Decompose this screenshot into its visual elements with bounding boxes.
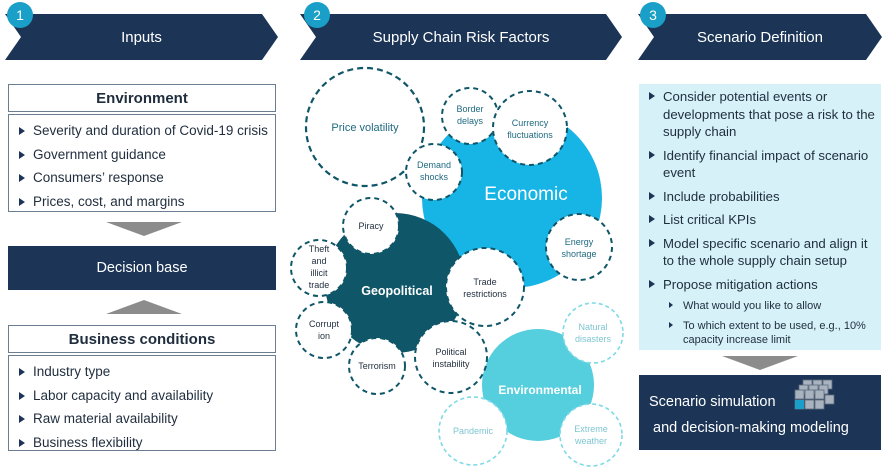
factor-label: Currency bbox=[512, 118, 549, 128]
step-number: 1 bbox=[16, 7, 24, 23]
decision-base: Decision base bbox=[8, 246, 276, 290]
factor-trade-restrictions: Trade restrictions bbox=[445, 247, 525, 327]
factor-label: illicit bbox=[311, 268, 328, 278]
factor-label: trade bbox=[309, 280, 330, 290]
factor-corruption: Corrupt ion bbox=[295, 301, 353, 359]
list-item: Government guidance bbox=[17, 143, 267, 167]
step-scenario-header: Scenario Definition bbox=[638, 14, 882, 60]
list-item: Industry type bbox=[17, 360, 267, 384]
factor-label: Theft bbox=[309, 244, 330, 254]
factor-label: Political bbox=[435, 347, 466, 357]
list-item: Raw material availability bbox=[17, 407, 267, 431]
environment-list: Severity and duration of Covid-19 crisis… bbox=[9, 115, 275, 217]
environmental-label: Environmental bbox=[498, 383, 581, 397]
step-risk-factors-header: Supply Chain Risk Factors bbox=[300, 14, 622, 60]
step-title: Inputs bbox=[121, 28, 162, 46]
list-item: Severity and duration of Covid-19 crisis bbox=[17, 119, 268, 143]
list-item: Propose mitigation actions bbox=[647, 276, 875, 294]
factor-currency-fluctuations: Currency fluctuations bbox=[492, 90, 568, 166]
decision-base-label: Decision base bbox=[96, 260, 188, 276]
factor-label: Border bbox=[456, 104, 483, 114]
factor-label: Demand bbox=[417, 160, 451, 170]
list-item: Prices, cost, and margins bbox=[17, 190, 267, 214]
factor-label: shortage bbox=[561, 249, 596, 259]
factor-label: and bbox=[311, 256, 326, 266]
scenario-simulation-box: Scenario simulation and decision-making … bbox=[639, 375, 881, 450]
factor-theft-illicit-trade: Theft and illicit trade bbox=[290, 239, 348, 297]
factor-energy-shortage: Energy shortage bbox=[545, 213, 613, 281]
factor-label: Corrupt bbox=[309, 319, 340, 329]
business-conditions-title-text: Business conditions bbox=[68, 330, 216, 348]
factor-label: Natural bbox=[578, 322, 607, 332]
geopolitical-label: Geopolitical bbox=[361, 284, 433, 298]
list-item: Business flexibility bbox=[17, 431, 267, 455]
step-number-badge: 1 bbox=[7, 2, 33, 28]
step-inputs-header: Inputs bbox=[5, 14, 278, 60]
list-item: Include probabilities bbox=[647, 188, 875, 206]
environment-title-text: Environment bbox=[96, 89, 188, 107]
list-subitem: To which extent to be used, e.g., 10% ca… bbox=[647, 319, 875, 347]
result-line-2: and decision-making modeling bbox=[653, 420, 849, 436]
business-conditions-title: Business conditions bbox=[8, 325, 276, 353]
factor-border-delays: Border delays bbox=[441, 87, 499, 145]
factor-demand-shocks: Demand shocks bbox=[405, 143, 463, 201]
step-title: Scenario Definition bbox=[697, 28, 823, 46]
arrow-up-icon bbox=[106, 300, 182, 314]
factor-label: disasters bbox=[575, 334, 612, 344]
step-number-badge: 2 bbox=[304, 2, 330, 28]
step-number: 3 bbox=[649, 7, 657, 23]
factor-label: restrictions bbox=[463, 289, 507, 299]
cube-grid-icon bbox=[794, 379, 835, 410]
step-title: Supply Chain Risk Factors bbox=[372, 28, 550, 46]
arrow-down-icon bbox=[722, 356, 798, 370]
factor-natural-disasters: Natural disasters bbox=[562, 302, 624, 364]
list-subitem: What would you like to allow bbox=[647, 299, 875, 313]
environmental-circle bbox=[482, 329, 594, 441]
economic-label: Economic bbox=[484, 184, 567, 205]
factor-price-volatility: Price volatility bbox=[304, 66, 426, 188]
environment-list-box: Severity and duration of Covid-19 crisis… bbox=[8, 114, 276, 212]
factor-label: ion bbox=[318, 331, 330, 341]
list-item: List critical KPIs bbox=[647, 211, 875, 229]
factor-piracy: Piracy bbox=[342, 197, 400, 255]
list-item: Labor capacity and availability bbox=[17, 384, 267, 408]
factor-label: Pandemic bbox=[453, 426, 494, 436]
business-conditions-list-box: Industry type Labor capacity and availab… bbox=[8, 355, 276, 451]
arrow-down-icon bbox=[106, 222, 182, 236]
factor-label: shocks bbox=[420, 172, 449, 182]
factor-label: Piracy bbox=[358, 221, 384, 231]
list-item: Model specific scenario and align it to … bbox=[647, 235, 875, 270]
factor-label: Terrorism bbox=[358, 361, 396, 371]
list-item: Consider potential events or development… bbox=[647, 88, 875, 141]
result-line-1: Scenario simulation bbox=[649, 394, 776, 410]
factor-label: Energy bbox=[565, 237, 594, 247]
business-conditions-list: Industry type Labor capacity and availab… bbox=[9, 356, 275, 458]
factor-label: instability bbox=[432, 359, 470, 369]
list-item: Consumers’ response bbox=[17, 166, 267, 190]
factor-label: fluctuations bbox=[507, 130, 553, 140]
factor-label: Price volatility bbox=[331, 122, 399, 134]
factor-extreme-weather: Extreme weather bbox=[559, 403, 623, 467]
scenario-definition-box: Consider potential events or development… bbox=[639, 84, 881, 350]
factor-pandemic: Pandemic bbox=[438, 396, 508, 466]
step-number: 2 bbox=[313, 7, 321, 23]
factor-terrorism: Terrorism bbox=[348, 337, 406, 395]
factor-label: Extreme bbox=[574, 424, 608, 434]
factor-label: Trade bbox=[473, 277, 496, 287]
environment-title: Environment bbox=[8, 84, 276, 112]
factor-political-instability: Political instability bbox=[414, 320, 488, 394]
factor-label: delays bbox=[457, 116, 484, 126]
step-number-badge: 3 bbox=[640, 2, 666, 28]
list-item: Identify financial impact of scenario ev… bbox=[647, 147, 875, 182]
factor-label: weather bbox=[574, 436, 607, 446]
scenario-list: Consider potential events or development… bbox=[639, 84, 881, 347]
